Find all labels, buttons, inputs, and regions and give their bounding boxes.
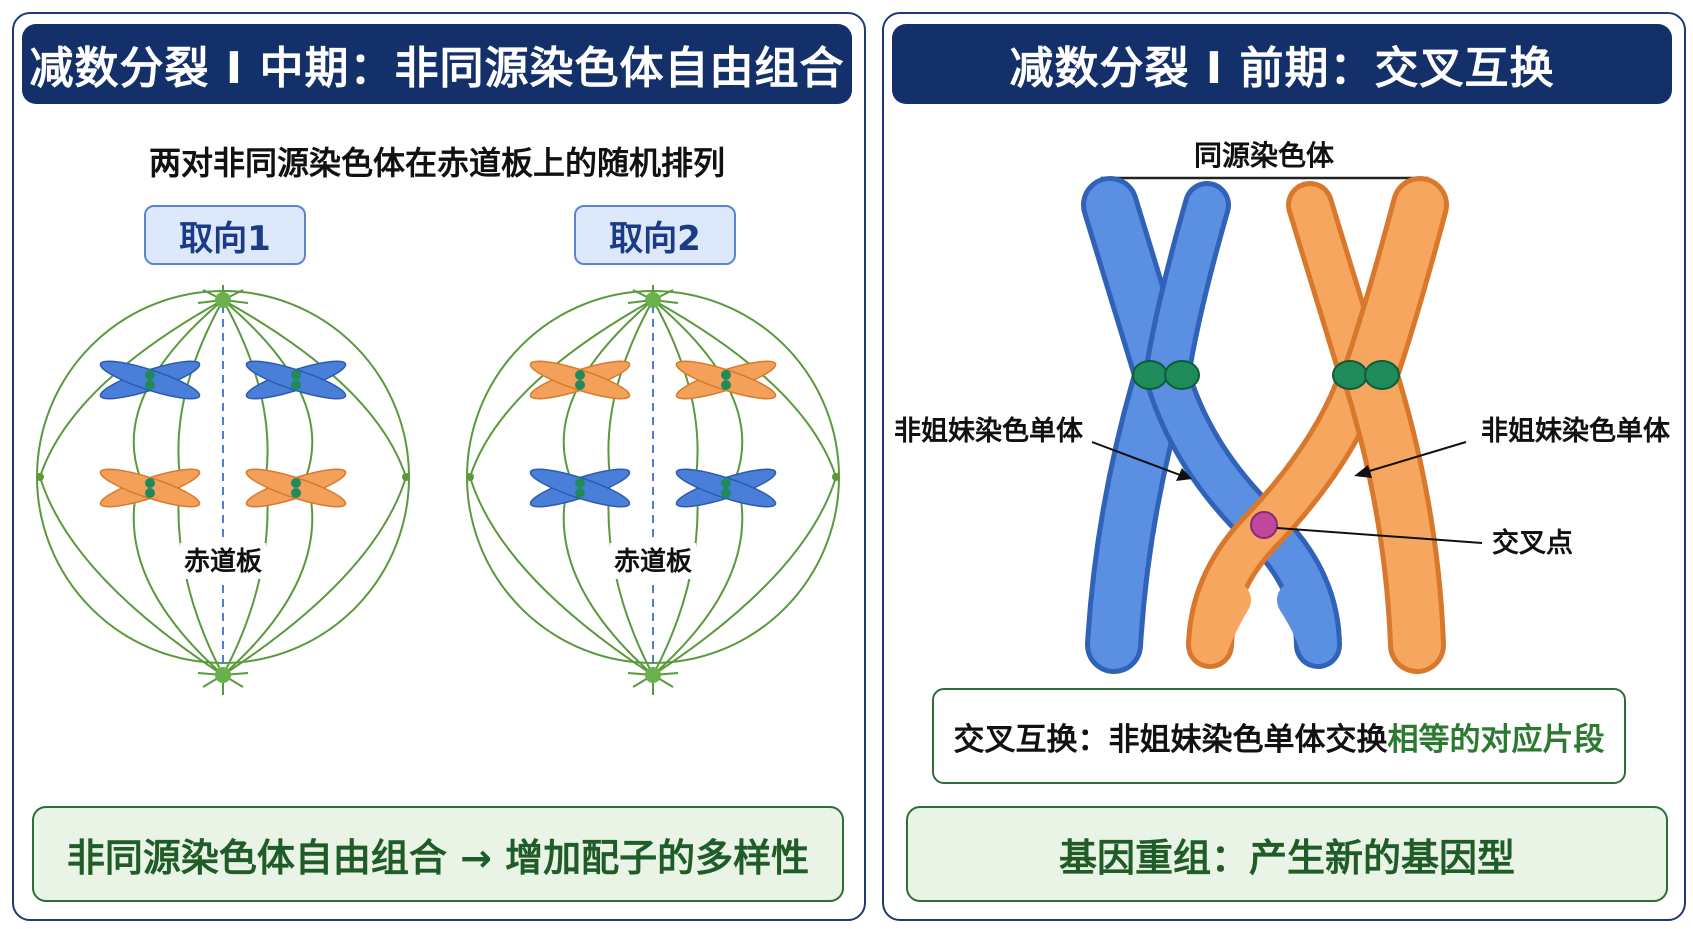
nonsister-label-left: 非姐妹染色单体 xyxy=(894,415,1084,447)
right-panel-title: 减数分裂 I 前期：交叉互换 xyxy=(892,24,1672,104)
equatorial-plate-label-1: 赤道板 xyxy=(184,546,262,577)
blue-chromosome-1a xyxy=(99,360,201,400)
blue-chromosome-1b xyxy=(245,360,347,400)
homolog-bracket xyxy=(1100,176,1429,190)
orientation-2-label: 取向2 xyxy=(574,205,736,265)
swapped-blue-segment xyxy=(1277,581,1337,664)
chiasma-point xyxy=(1250,511,1278,539)
chiasma-pointer xyxy=(1276,527,1483,544)
left-panel-subtitle: 两对非同源染色体在赤道板上的随机排列 xyxy=(148,144,725,182)
left-panel xyxy=(12,12,866,921)
nonsister-arrow-left xyxy=(1091,441,1181,476)
orientation-1-label: 取向1 xyxy=(144,205,306,265)
right-summary-box: 基因重组：产生新的基因型 xyxy=(906,806,1668,902)
centromere-orange xyxy=(1332,360,1400,390)
orange-chromosome-2a xyxy=(529,360,631,400)
blue-chromosome-2a xyxy=(529,468,631,508)
bottom-centrosome-2 xyxy=(645,667,661,683)
top-centrosome-1 xyxy=(215,292,231,308)
orange-chromosome-1a xyxy=(99,468,201,508)
crossing-over-definition: 交叉互换：非姐妹染色单体交换相等的对应片段 xyxy=(932,688,1626,784)
homolog-label: 同源染色体 xyxy=(1194,139,1335,172)
left-panel-title: 减数分裂 I 中期：非同源染色体自由组合 xyxy=(22,24,852,104)
swapped-orange-segment xyxy=(1191,581,1251,664)
nonsister-arrow-right xyxy=(1365,441,1467,473)
bottom-centrosome-1 xyxy=(215,667,231,683)
top-centrosome-2 xyxy=(645,292,661,308)
orange-chromosome-1b xyxy=(245,468,347,508)
left-summary-box: 非同源染色体自由组合 → 增加配子的多样性 xyxy=(32,806,844,902)
definition-prefix: 交叉互换：非姐妹染色单体交换 xyxy=(953,721,1388,758)
definition-highlight: 相等的对应片段 xyxy=(1387,721,1605,758)
nonsister-label-right: 非姐妹染色单体 xyxy=(1481,415,1671,447)
equatorial-plate-label-2: 赤道板 xyxy=(614,546,692,577)
chiasma-label: 交叉点 xyxy=(1492,527,1573,559)
orange-chromosome-2b xyxy=(675,360,777,400)
spindle-diagram-1: 赤道板 xyxy=(36,285,410,695)
crossing-over-diagram: 同源染色体 交叉点 非姐妹染色单体 非姐妹染色单体 xyxy=(894,139,1671,674)
centromere-blue xyxy=(1132,360,1200,390)
blue-chromosome-2b xyxy=(675,468,777,508)
spindle-diagram-2: 赤道板 xyxy=(466,285,840,695)
